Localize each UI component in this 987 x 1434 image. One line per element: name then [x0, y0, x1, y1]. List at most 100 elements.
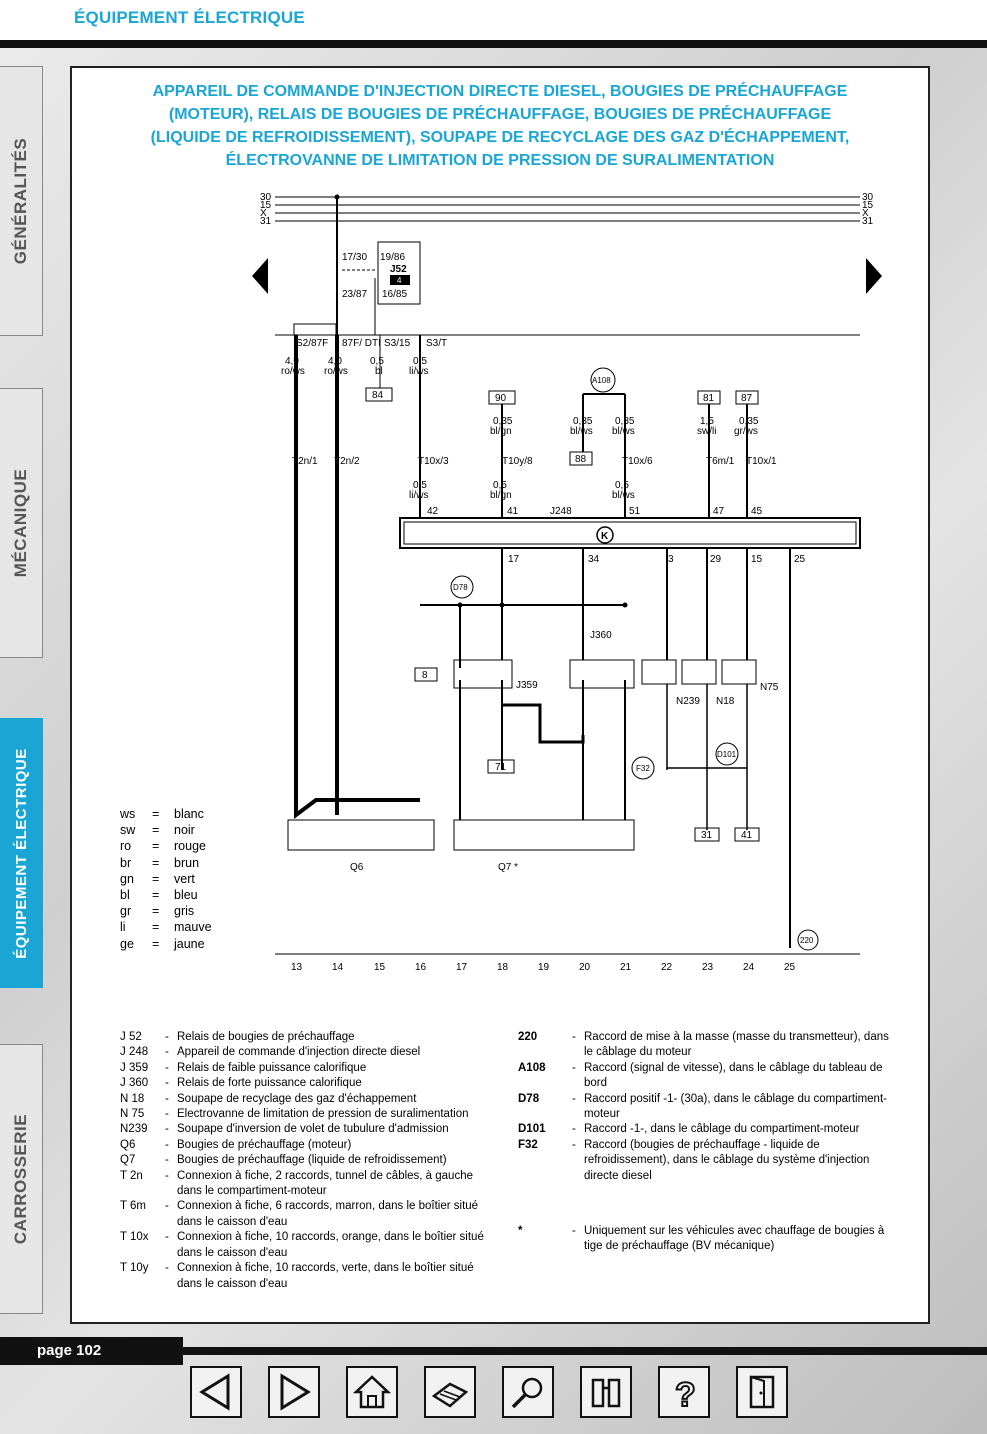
- search-button[interactable]: [580, 1366, 632, 1418]
- question-mark-icon: ?: [674, 1375, 697, 1412]
- bus-label: 30: [260, 192, 272, 203]
- relay-output: S3/T: [426, 338, 447, 349]
- wire-color: bl/ws: [570, 426, 593, 437]
- definition-row: J 360-Relais de forte puissance calorifi…: [120, 1076, 500, 1091]
- output-wires: [420, 548, 791, 948]
- component-label: N75: [760, 682, 779, 693]
- junction-dot: [334, 194, 340, 200]
- ecu-j248: [399, 517, 861, 549]
- def-code: J 52: [120, 1031, 142, 1043]
- ref-number: 71: [495, 762, 507, 773]
- legend-row: li=mauve: [120, 920, 212, 935]
- ecu-pin: 45: [751, 506, 763, 517]
- valve-ground-wires: [666, 684, 748, 830]
- relay-code: J52: [390, 264, 407, 275]
- footnote-text: Uniquement sur les véhicules avec chauff…: [584, 1225, 885, 1253]
- def-text: Appareil de commande d'injection directe…: [177, 1046, 421, 1059]
- relay-terminal: 17/30: [342, 252, 367, 263]
- def-code: Q6: [120, 1138, 136, 1151]
- wire-size: 1,5: [700, 416, 714, 427]
- relay-output: S3/15: [384, 338, 411, 349]
- connector-label: T10x/3: [418, 456, 449, 467]
- node-f32: [631, 756, 655, 780]
- color-legend: ws=blanc sw=noir ro=rouge br=brun gn=ver…: [120, 806, 212, 952]
- grid-number: 23: [702, 962, 714, 973]
- node-label: F32: [636, 764, 650, 773]
- previous-diagram-icon[interactable]: [252, 258, 268, 294]
- definition-row: N239-Soupape d'inversion de volet de tub…: [120, 1122, 500, 1137]
- exit-button[interactable]: [736, 1366, 788, 1418]
- relay-output: S2/87F: [296, 338, 328, 349]
- legend-row: bl=bleu: [120, 888, 198, 903]
- component-label: Q6: [350, 862, 364, 873]
- legend-row: ws=blanc: [120, 807, 204, 821]
- relay-terminal: 16/85: [382, 289, 407, 300]
- tab-carrosserie[interactable]: CARROSSERIE: [0, 1044, 43, 1314]
- def-text: Bougies de préchauffage (liquide de refr…: [177, 1154, 447, 1167]
- definition-row: T 10x-Connexion à fiche, 10 raccords, or…: [120, 1230, 500, 1261]
- footer-rule: [0, 1347, 987, 1355]
- strip-bracket: [293, 323, 337, 336]
- tab-generalites[interactable]: GÉNÉRALITÉS: [0, 66, 43, 336]
- definition-row: 220-Raccord de mise à la masse (masse du…: [518, 1030, 898, 1061]
- grid-number: 15: [374, 962, 386, 973]
- connector-label: T2n/1: [292, 456, 318, 467]
- exit-door-icon: [749, 1375, 775, 1409]
- def-text: Raccord (bougies de préchauffage - liqui…: [584, 1138, 870, 1182]
- node-d78: [450, 575, 474, 599]
- def-text: Connexion à fiche, 2 raccords, tunnel de…: [177, 1169, 473, 1198]
- definition-row: Q7-Bougies de préchauffage (liquide de r…: [120, 1153, 500, 1168]
- ecu-pin: 42: [427, 506, 439, 517]
- legend-code: sw: [120, 823, 136, 838]
- def-text: Raccord positif -1- (30a), dans le câbla…: [584, 1092, 887, 1121]
- grid-number: 19: [538, 962, 550, 973]
- home-button[interactable]: [346, 1366, 398, 1418]
- magnifier-icon: [511, 1377, 543, 1409]
- component-label: Q7 *: [498, 862, 518, 873]
- bus-label: 31: [260, 216, 272, 227]
- legend-code: li: [120, 920, 126, 935]
- bus-label: 30: [862, 192, 874, 203]
- legend-row: ge=jaune: [120, 936, 205, 951]
- ref-number: 31: [701, 830, 713, 841]
- def-code: J 360: [120, 1077, 149, 1090]
- bus-lines: [275, 196, 860, 222]
- definition-row: T 2n-Connexion à fiche, 2 raccords, tunn…: [120, 1169, 500, 1200]
- ref-number: 90: [495, 393, 507, 404]
- previous-page-button[interactable]: [190, 1366, 242, 1418]
- help-button[interactable]: ?: [658, 1366, 710, 1418]
- def-text: Relais de forte puissance calorifique: [177, 1077, 362, 1090]
- definition-row: F32-Raccord (bougies de préchauffage - l…: [518, 1138, 898, 1184]
- definition-row: J 248-Appareil de commande d'injection d…: [120, 1045, 500, 1060]
- definitions-left: J 52-Relais de bougies de préchauffage J…: [120, 1030, 500, 1292]
- content-panel: [70, 66, 930, 1324]
- ecu-pin: 51: [629, 506, 641, 517]
- def-text: Relais de faible puissance calorifique: [177, 1061, 367, 1074]
- valve-n75: [721, 659, 757, 685]
- node-label: A108: [592, 376, 611, 385]
- next-diagram-icon[interactable]: [866, 258, 882, 294]
- legend-name: blanc: [174, 807, 204, 821]
- heading-line: ÉLECTROVANNE DE LIMITATION DE PRESSION D…: [225, 152, 775, 169]
- heading-line: (MOTEUR), RELAIS DE BOUGIES DE PRÉCHAUFF…: [168, 106, 832, 123]
- tab-mecanique[interactable]: MÉCANIQUE: [0, 388, 43, 658]
- next-page-button[interactable]: [268, 1366, 320, 1418]
- footnote-mark: *: [518, 1225, 523, 1238]
- legend-name: mauve: [174, 920, 212, 935]
- ref-number: 87: [741, 393, 753, 404]
- node-220: [797, 929, 819, 951]
- footnote-row: *-Uniquement sur les véhicules avec chau…: [518, 1224, 898, 1255]
- legend-row: gn=vert: [120, 871, 195, 886]
- definition-row: N 18-Soupape de recyclage des gaz d'écha…: [120, 1092, 500, 1107]
- heading-line: (LIQUIDE DE REFROIDISSEMENT), SOUPAPE DE…: [150, 129, 850, 146]
- tab-equipement-electrique[interactable]: ÉQUIPEMENT ÉLECTRIQUE: [0, 718, 43, 988]
- legend-name: gris: [174, 904, 195, 919]
- print-button[interactable]: [424, 1366, 476, 1418]
- wiring-diagram: 30 15 X 31 30 15 X 31 17/30 19/86 J52 4 …: [252, 192, 882, 973]
- ref-number: 41: [741, 830, 753, 841]
- ref-box: [365, 387, 393, 402]
- wire-size: 0,5: [493, 480, 507, 491]
- relay-j360: [569, 659, 635, 689]
- page-label: page 102: [0, 1337, 183, 1365]
- zoom-button[interactable]: [502, 1366, 554, 1418]
